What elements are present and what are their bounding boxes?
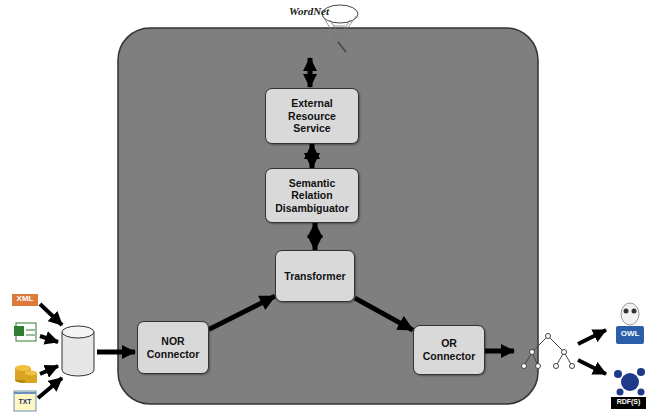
- box-label: Semantic Relation Disambiguator: [266, 174, 358, 218]
- input-arrow: [40, 366, 58, 374]
- output-arrow: [578, 360, 606, 374]
- text-file-icon: [14, 391, 36, 411]
- icon-label: XML: [12, 295, 38, 304]
- input-arrow: [40, 304, 62, 325]
- system-container: [118, 28, 538, 404]
- process-box: Transformer: [275, 250, 355, 302]
- rdf-icon: [611, 368, 646, 409]
- flow-arrow: [310, 144, 315, 168]
- data-store-cylinder: [62, 326, 94, 376]
- input-arrow: [97, 350, 135, 355]
- flow-arrow: [313, 223, 318, 250]
- process-box: External Resource Service: [265, 88, 359, 144]
- xml-icon: [12, 294, 38, 306]
- box-label: Transformer: [280, 267, 349, 286]
- owl-icon: [616, 303, 644, 344]
- resource-arrow: [308, 58, 313, 87]
- input-arrow: [38, 378, 62, 398]
- spreadsheet-icon: [14, 323, 36, 341]
- tree-illustration: [522, 334, 575, 369]
- logo-text: WordNet: [283, 5, 335, 17]
- input-arrow: [40, 336, 58, 342]
- output-arrow: [482, 349, 514, 354]
- flow-arrow: [355, 298, 413, 330]
- flow-arrow: [209, 296, 275, 329]
- process-box: NOR Connector: [137, 321, 209, 374]
- box-label: External Resource Service: [266, 94, 358, 138]
- box-label: NOR Connector: [138, 332, 208, 363]
- process-box: Semantic Relation Disambiguator: [265, 168, 359, 223]
- box-label: OR Connector: [414, 334, 484, 365]
- process-box: OR Connector: [413, 325, 485, 375]
- icon-label: RDF(S): [611, 398, 646, 406]
- database-coins-icon: [15, 365, 37, 383]
- icon-label: OWL: [616, 330, 644, 339]
- output-arrow: [578, 330, 606, 344]
- icon-label: TXT: [14, 398, 36, 406]
